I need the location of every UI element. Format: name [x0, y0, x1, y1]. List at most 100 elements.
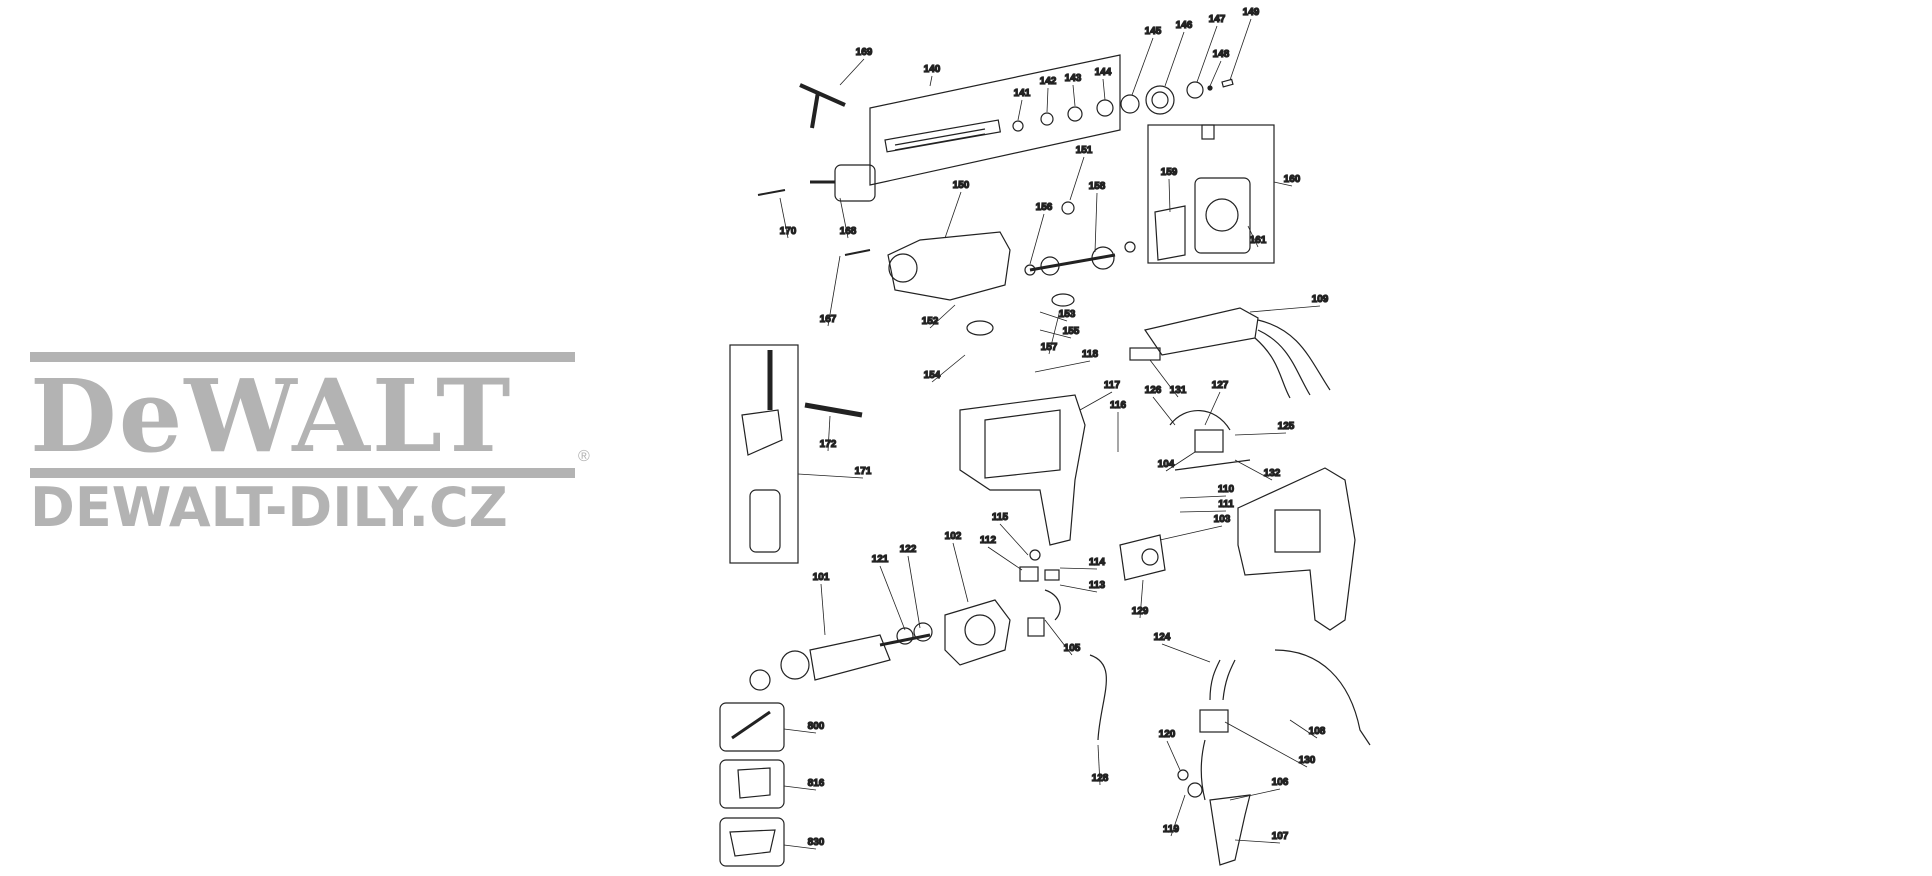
gear-case-drawing: [1154, 124, 1251, 261]
leader-line-129: [1139, 579, 1144, 619]
leader-line-800: [783, 728, 817, 734]
part-label-117: 117: [1104, 380, 1121, 391]
leader-line-131: [1149, 359, 1179, 398]
logo-site-text: DEWALT-DILY.CZ: [30, 476, 508, 539]
part-label-143: 143: [1065, 73, 1082, 84]
leader-line-149: [1229, 18, 1252, 81]
right-housing-drawing: [1237, 467, 1356, 631]
part-number-labels: 1011021031041051061071081091101111121131…: [779, 6, 1329, 848]
part-label-109: 109: [1312, 294, 1329, 305]
leader-line-124: [1161, 643, 1211, 663]
accessory-800-frame: [719, 702, 785, 752]
part-label-124: 124: [1154, 632, 1171, 643]
part-label-146: 146: [1176, 20, 1193, 31]
motor-housing-drawing: [959, 394, 1086, 546]
part-label-132: 132: [1264, 468, 1281, 479]
accessory-816-frame: [719, 759, 785, 809]
leader-line-157: [1048, 309, 1061, 355]
leader-lines: [779, 18, 1321, 850]
part-label-800: 800: [808, 721, 825, 732]
part-label-154: 154: [924, 370, 941, 381]
leader-line-830: [783, 844, 817, 850]
leader-line-118: [1034, 360, 1091, 373]
leader-line-146: [1164, 31, 1185, 87]
leader-line-152: [929, 304, 956, 329]
trigger-drawing: [1119, 534, 1166, 581]
leader-line-816: [783, 785, 817, 791]
part-label-161: 161: [1250, 235, 1267, 246]
part-label-158: 158: [1089, 181, 1106, 192]
part-label-116: 116: [1110, 400, 1127, 411]
part-label-156: 156: [1036, 202, 1053, 213]
part-label-101: 101: [813, 572, 830, 583]
leader-line-128: [1097, 744, 1101, 786]
leader-line-151: [1069, 156, 1085, 201]
switch-parts-drawing: [1169, 410, 1251, 471]
accessory-800-drawing: [731, 710, 771, 740]
logo-top-bar: [30, 352, 575, 362]
accessory-816-drawing: [737, 767, 771, 799]
leader-line-108: [1289, 719, 1318, 739]
part-label-130: 130: [1299, 755, 1316, 766]
leader-line-167: [827, 255, 841, 327]
part-label-141: 141: [1014, 88, 1031, 99]
leader-line-106: [1229, 788, 1281, 801]
part-label-104: 104: [1158, 459, 1175, 470]
assembly-140-frame: [869, 54, 1121, 186]
leader-line-155: [1039, 329, 1072, 339]
part-label-129: 129: [1132, 606, 1149, 617]
leader-line-171: [797, 473, 864, 479]
leader-line-169: [839, 58, 865, 86]
part-label-126: 126: [1145, 385, 1162, 396]
leader-line-104: [1165, 451, 1196, 472]
part-label-103: 103: [1214, 514, 1231, 525]
part-label-168: 168: [840, 226, 857, 237]
leader-line-110: [1179, 495, 1227, 499]
part-label-140: 140: [924, 64, 941, 75]
leader-line-172: [827, 415, 831, 452]
part-label-159: 159: [1161, 167, 1178, 178]
shaft-drawing: [966, 201, 1136, 336]
leader-line-121: [879, 565, 906, 631]
leader-line-125: [1234, 432, 1287, 436]
part-label-147: 147: [1209, 14, 1226, 25]
gear-housing-drawing: [887, 231, 1011, 301]
part-label-151: 151: [1076, 145, 1093, 156]
leader-line-113: [1059, 584, 1098, 593]
part-label-127: 127: [1212, 380, 1229, 391]
terminal-drawing: [1199, 659, 1236, 801]
part-label-170: 170: [780, 226, 797, 237]
part-label-152: 152: [922, 316, 939, 327]
leader-line-143: [1072, 84, 1076, 107]
part-label-155: 155: [1063, 326, 1080, 337]
part-label-157: 157: [1041, 342, 1058, 353]
part-label-160: 160: [1284, 174, 1301, 185]
part-label-816: 816: [808, 778, 825, 789]
leader-line-112: [987, 546, 1023, 571]
accessory-830-frame: [719, 817, 785, 867]
leader-line-158: [1094, 192, 1098, 253]
logo-brand-text: DeWALT: [30, 357, 513, 475]
leader-line-144: [1102, 78, 1106, 101]
part-label-110: 110: [1218, 484, 1235, 495]
gears-drawing: [1120, 78, 1234, 115]
cable-128-drawing: [1089, 654, 1107, 741]
leader-line-150: [944, 191, 962, 239]
logo-registered-mark: ®: [578, 448, 590, 465]
part-label-102: 102: [945, 531, 962, 542]
leader-line-109: [1249, 305, 1321, 313]
leader-line-168: [839, 197, 849, 239]
leader-line-120: [1166, 740, 1181, 771]
logo-bottom-bar: [30, 468, 575, 478]
leader-line-147: [1196, 25, 1218, 83]
part-label-830: 830: [808, 837, 825, 848]
leader-line-107: [1234, 839, 1281, 844]
part-label-171: 171: [855, 466, 872, 477]
part-label-113: 113: [1089, 580, 1106, 591]
leader-line-130: [1224, 721, 1308, 768]
part-label-125: 125: [1278, 421, 1295, 432]
part-label-150: 150: [953, 180, 970, 191]
leader-line-101: [820, 583, 826, 636]
part-label-107: 107: [1272, 831, 1289, 842]
